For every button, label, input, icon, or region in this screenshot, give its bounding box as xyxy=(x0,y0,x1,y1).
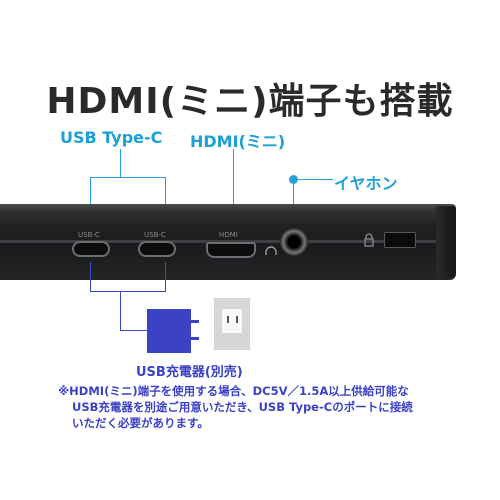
lock-icon xyxy=(364,233,374,247)
charger-label: USB充電器(別売) xyxy=(136,365,243,380)
outlet-slot xyxy=(236,316,238,323)
headphone-icon xyxy=(265,246,277,255)
footnote-line: いただく必要があります。 xyxy=(72,416,209,430)
usb-callout-stem xyxy=(120,149,121,177)
usb-bracket-left xyxy=(90,262,91,291)
outlet-slot xyxy=(227,316,229,323)
monitor-corner xyxy=(436,206,456,278)
hdmi-mini-label: HDMI(ミニ) xyxy=(190,132,286,151)
monitor-edge xyxy=(0,240,448,243)
earphone-jack[interactable] xyxy=(280,228,308,256)
charger-line-v xyxy=(120,291,121,331)
usbc-port-1-label: USB-C xyxy=(78,231,100,239)
usbc-port-1[interactable] xyxy=(72,241,110,257)
usb-callout-bar xyxy=(90,177,166,178)
charger-prong xyxy=(191,320,199,323)
usb-bracket-bottom xyxy=(90,291,166,292)
usb-bracket-right xyxy=(165,262,166,291)
usb-charger-image xyxy=(147,309,191,353)
hdmi-port-label: HDMI xyxy=(219,231,238,239)
earphone-label: イヤホン xyxy=(334,174,398,193)
footnote: ※HDMI(ミニ)端子を使用する場合、DC5V／1.5A以上供給可能な USB充… xyxy=(58,383,458,431)
security-lock-slot[interactable] xyxy=(384,232,416,248)
charger-prong xyxy=(191,337,199,340)
usbc-port-2[interactable] xyxy=(138,241,176,257)
hdmi-port[interactable] xyxy=(206,242,256,258)
usb-typec-label: USB Type-C xyxy=(60,128,163,147)
page-title: HDMI(ミニ)端子も搭載 xyxy=(46,81,454,122)
outlet-face xyxy=(222,309,242,333)
usbc-port-2-label: USB-C xyxy=(144,231,166,239)
earphone-callout-dot xyxy=(289,175,298,184)
earphone-callout-h xyxy=(293,179,333,180)
charger-line-h xyxy=(120,330,147,331)
hdmi-callout-line xyxy=(233,149,234,235)
footnote-line: USB充電器を別途ご用意いただき、USB Type-Cのポートに接続 xyxy=(72,400,413,414)
footnote-line: ※HDMI(ミニ)端子を使用する場合、DC5V／1.5A以上供給可能な xyxy=(58,384,409,398)
